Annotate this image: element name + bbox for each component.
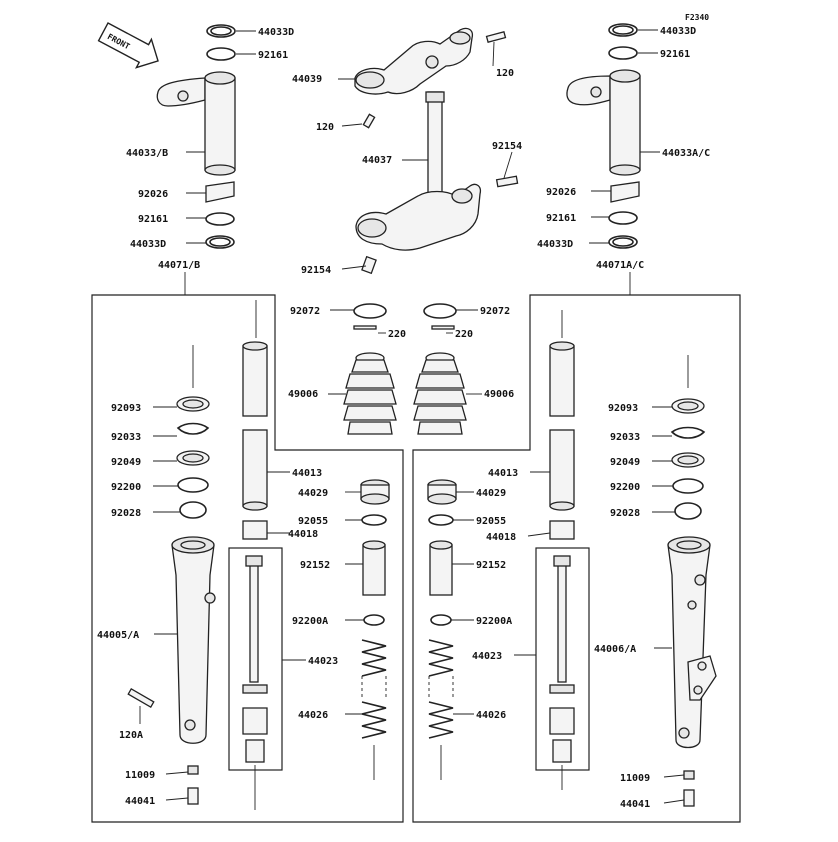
- label-92055-r: 92055: [476, 516, 506, 527]
- label-44018-l: 44018: [288, 529, 318, 540]
- label-49006-l: 49006: [288, 389, 318, 400]
- label-92161-tr: 92161: [660, 49, 690, 60]
- right-fork-slider: [667, 355, 717, 807]
- label-92049-r: 92049: [610, 457, 640, 468]
- label-92200-r: 92200: [610, 482, 640, 493]
- label-44023-l: 44023: [308, 656, 338, 667]
- fork-boot-left: [343, 352, 397, 435]
- label-92026-l: 92026: [138, 189, 168, 200]
- label-44033D-tr: 44033D: [660, 26, 696, 37]
- label-92072-r: 92072: [480, 306, 510, 317]
- label-92161-r2: 92161: [546, 213, 576, 224]
- label-11009-l: 11009: [125, 770, 155, 781]
- label-92152-r: 92152: [476, 560, 506, 571]
- label-44026-r: 44026: [476, 710, 506, 721]
- left-fork-slider: [127, 345, 216, 805]
- label-44033AC: 44033A/C: [662, 148, 710, 159]
- label-44013-r: 44013: [488, 468, 518, 479]
- label-44033B: 44033/B: [126, 148, 168, 159]
- label-92093-r: 92093: [608, 403, 638, 414]
- label-44018-r: 44018: [486, 532, 516, 543]
- upper-bolt-left: [362, 113, 376, 129]
- label-92033-r: 92033: [610, 432, 640, 443]
- label-92055-l: 92055: [298, 516, 328, 527]
- label-44029-l: 44029: [298, 488, 328, 499]
- label-44033D-tl: 44033D: [258, 27, 294, 38]
- steering-stem: [355, 91, 482, 251]
- label-92161-tl: 92161: [258, 50, 288, 61]
- label-92200A-l: 92200A: [292, 616, 328, 627]
- label-44041-l: 44041: [125, 796, 155, 807]
- left-center-parts: [360, 479, 390, 780]
- right-fork-frame: [412, 294, 741, 823]
- label-44013-l: 44013: [292, 468, 322, 479]
- label-120A: 120A: [119, 730, 143, 741]
- label-44037: 44037: [362, 155, 392, 166]
- label-49006-r: 49006: [484, 389, 514, 400]
- fork-boot-right: [413, 352, 467, 435]
- upper-triple-clamp: [354, 27, 474, 95]
- label-44041-r: 44041: [620, 799, 650, 810]
- label-44071AC: 44071A/C: [596, 260, 644, 271]
- label-92093-l: 92093: [111, 403, 141, 414]
- boot-clamps: [353, 303, 457, 330]
- label-120-left: 120: [316, 122, 334, 133]
- label-44039: 44039: [292, 74, 322, 85]
- label-92200-l: 92200: [111, 482, 141, 493]
- label-44006A: 44006/A: [594, 644, 636, 655]
- lower-bolt-right: [495, 175, 519, 188]
- label-220-r: 220: [455, 329, 473, 340]
- label-92154-top: 92154: [492, 141, 522, 152]
- right-inner-tube: [535, 310, 590, 790]
- label-44033D-r2: 44033D: [537, 239, 573, 250]
- right-top-parts: [566, 23, 641, 249]
- label-44071B: 44071/B: [158, 260, 200, 271]
- label-44029-r: 44029: [476, 488, 506, 499]
- label-92033-l: 92033: [111, 432, 141, 443]
- label-120-top: 120: [496, 68, 514, 79]
- label-92049-l: 92049: [111, 457, 141, 468]
- label-92154-bottom: 92154: [301, 265, 331, 276]
- left-inner-tube: [228, 300, 283, 810]
- label-92028-r: 92028: [610, 508, 640, 519]
- label-44023-r: 44023: [472, 651, 502, 662]
- label-92161-l2: 92161: [138, 214, 168, 225]
- label-44005A: 44005/A: [97, 630, 139, 641]
- label-44026-l: 44026: [298, 710, 328, 721]
- left-top-parts: [156, 24, 236, 249]
- label-92026-r: 92026: [546, 187, 576, 198]
- label-11009-r: 11009: [620, 773, 650, 784]
- figure-code: F2340: [685, 13, 709, 22]
- label-44033D-l2: 44033D: [130, 239, 166, 250]
- label-92072-l: 92072: [290, 306, 320, 317]
- label-92152-l: 92152: [300, 560, 330, 571]
- front-arrow-icon: FRONT: [97, 22, 159, 69]
- label-220-l: 220: [388, 329, 406, 340]
- right-center-parts: [427, 479, 457, 780]
- lower-bolt-left: [361, 255, 377, 275]
- label-92200A-r: 92200A: [476, 616, 512, 627]
- left-fork-frame: [91, 294, 404, 823]
- label-92028-l: 92028: [111, 508, 141, 519]
- upper-bolt-right: [485, 30, 507, 44]
